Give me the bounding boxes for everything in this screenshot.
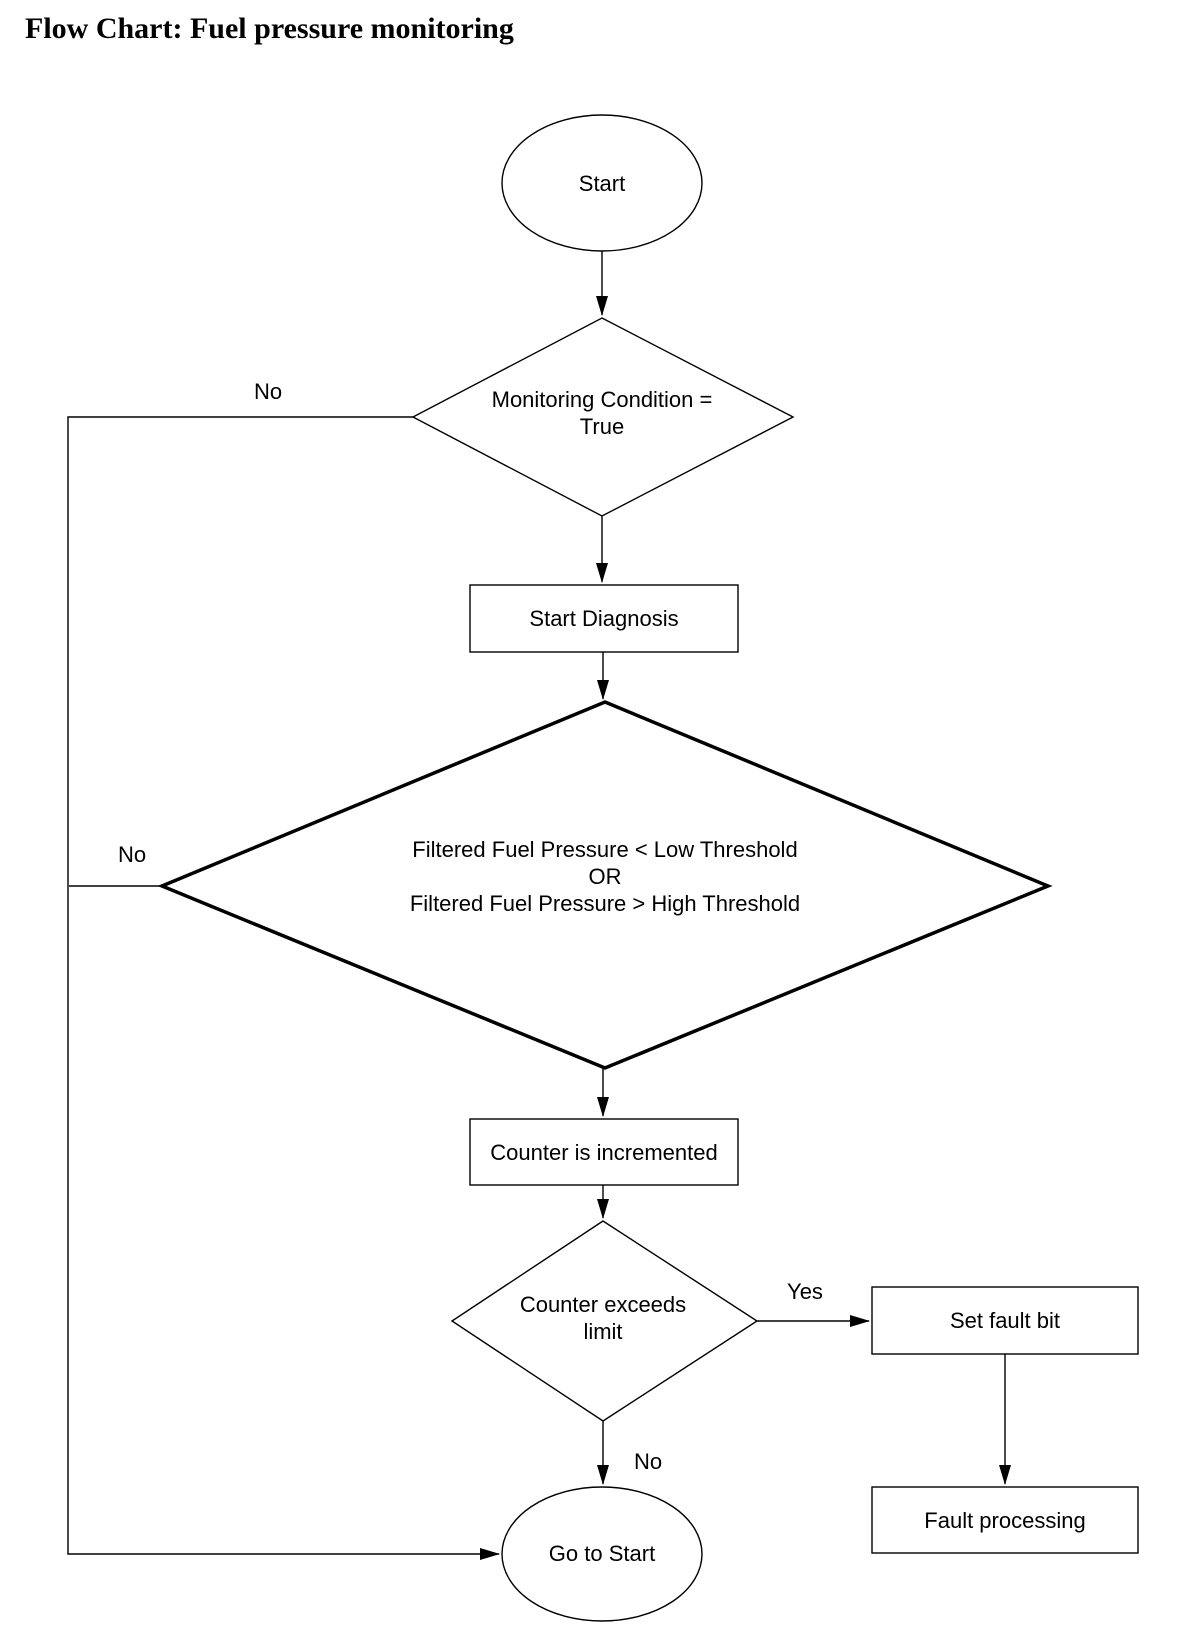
counter-no-edge-label: No — [633, 1449, 663, 1474]
monitoring-condition-decision — [411, 317, 795, 517]
start-label: Start — [578, 171, 626, 196]
page-title: Flow Chart: Fuel pressure monitoring — [25, 12, 514, 45]
monitoring-condition-label: Monitoring Condition = True — [491, 387, 713, 439]
fault-processing-process — [871, 1486, 1139, 1554]
pressure-no-edge-label: No — [117, 842, 147, 867]
goto-start-label: Go to Start — [548, 1541, 656, 1566]
pressure-threshold-decision — [157, 700, 1053, 1070]
set-fault-bit-process — [871, 1286, 1139, 1355]
start-diagnosis-process — [469, 584, 739, 653]
counter-increment-label: Counter is incremented — [490, 1139, 718, 1165]
set-fault-bit-label: Set fault bit — [949, 1308, 1061, 1333]
pressure-threshold-label: Filtered Fuel Pressure < Low Threshold O… — [409, 837, 801, 916]
edge-monitoring-no-loop — [67, 416, 500, 1560]
goto-start-terminator — [501, 1486, 703, 1622]
start-diagnosis-label: Start Diagnosis — [529, 606, 679, 631]
start-terminator — [501, 114, 703, 252]
counter-exceeds-label: Counter exceeds limit — [519, 1292, 687, 1344]
counter-increment-process — [469, 1118, 739, 1186]
counter-exceeds-decision — [450, 1220, 759, 1422]
counter-yes-edge-label: Yes — [787, 1279, 823, 1304]
monitoring-no-edge-label: No — [253, 379, 283, 404]
fault-processing-label: Fault processing — [924, 1507, 1086, 1533]
